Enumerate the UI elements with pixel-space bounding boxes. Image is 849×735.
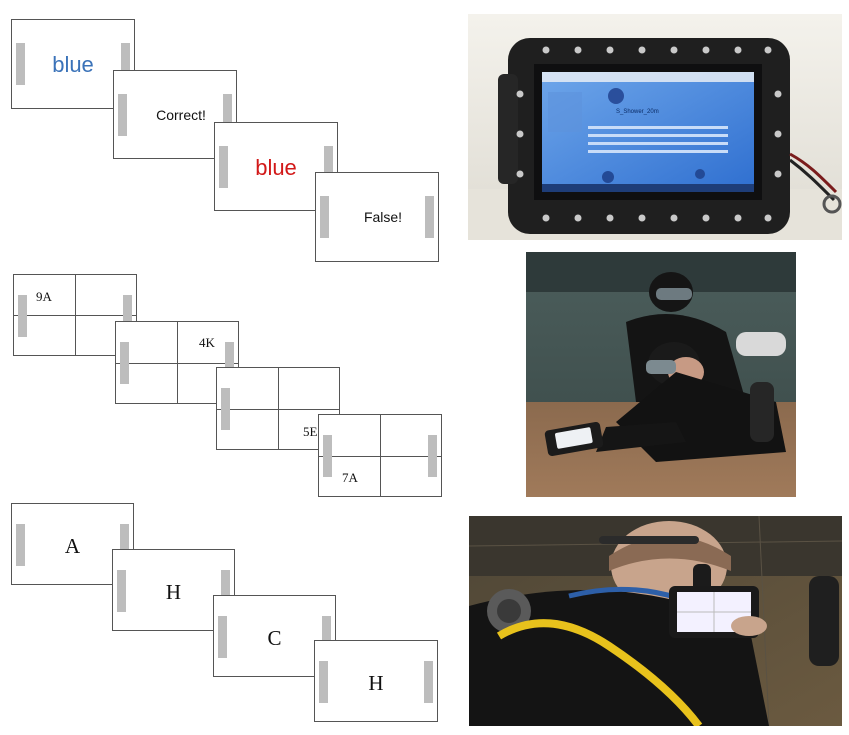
right-bar — [123, 295, 132, 337]
stroop-word-blue: blue — [52, 52, 94, 77]
feedback-false: False! — [363, 209, 403, 225]
left-bar — [18, 295, 27, 337]
left-bar — [117, 570, 126, 612]
diver-closeup-illustration — [469, 516, 842, 726]
photo-divers-underwater — [526, 252, 796, 497]
right-bar — [424, 661, 433, 703]
grid-v-line — [278, 368, 279, 449]
right-bar — [120, 524, 129, 566]
feedback-correct: Correct! — [156, 107, 206, 123]
right-bar — [223, 94, 232, 136]
grid-v-line — [380, 415, 381, 496]
right-bar — [425, 196, 434, 238]
letter: H — [165, 580, 182, 604]
stroop-card-1: blue — [11, 19, 135, 109]
right-bar — [324, 146, 333, 188]
right-bar — [121, 43, 130, 85]
left-bar — [320, 196, 329, 238]
left-bar — [120, 342, 129, 384]
grid-label: 7A — [342, 470, 358, 485]
left-bar — [323, 435, 332, 477]
stroop-card-4: False! — [315, 172, 439, 262]
right-bar — [225, 342, 234, 384]
photo-tablet-housing: S_Shower_20m — [468, 14, 842, 240]
tablet-screen-title: S_Shower_20m — [616, 109, 659, 115]
grid-v-line — [177, 322, 178, 403]
grid-label: 5E — [303, 424, 318, 439]
tablet-housing-illustration — [468, 14, 842, 240]
left-bar — [221, 388, 230, 430]
left-bar — [218, 616, 227, 658]
grid-label: 4K — [199, 335, 215, 350]
left-bar — [118, 94, 127, 136]
photo-diver-closeup — [469, 516, 842, 726]
grid-v-line — [75, 275, 76, 355]
letter: C — [267, 626, 282, 650]
grid-label: 9A — [36, 289, 52, 304]
left-bar — [16, 524, 25, 566]
grid-card-4: 7A — [318, 414, 442, 497]
letter: H — [368, 671, 384, 695]
left-bar — [319, 661, 328, 703]
stroop-card-2: Correct! — [113, 70, 237, 159]
right-bar — [221, 570, 230, 612]
left-bar — [16, 43, 25, 85]
stroop-word-red: blue — [255, 155, 297, 180]
right-bar — [322, 616, 331, 658]
divers-illustration — [526, 252, 796, 497]
left-bar — [219, 146, 228, 188]
letter-card-4: H — [314, 640, 438, 722]
letter: A — [64, 534, 81, 558]
right-bar — [428, 435, 437, 477]
letter-card-3: C — [213, 595, 336, 677]
